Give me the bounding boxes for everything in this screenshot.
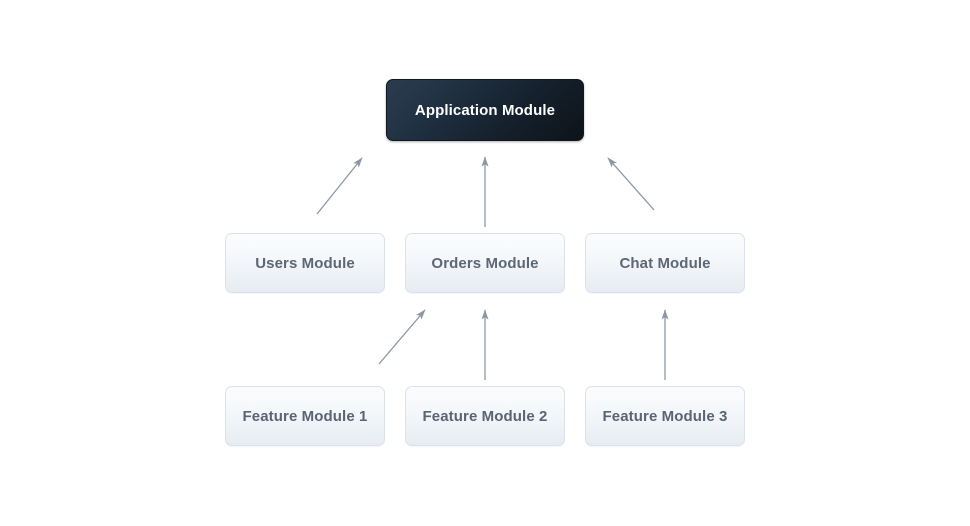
node-chat-module[interactable]: Chat Module [585,233,745,293]
node-label-orders-module: Orders Module [431,254,539,272]
node-label-feature-module-1: Feature Module 1 [242,407,368,425]
arrow-chat-to-application [607,157,655,211]
node-feature-module-3[interactable]: Feature Module 3 [585,386,745,446]
node-label-users-module: Users Module [255,254,355,272]
node-label-chat-module: Chat Module [619,254,711,272]
node-orders-module[interactable]: Orders Module [405,233,565,293]
node-label-application-module: Application Module [414,101,556,119]
arrow-users-to-application [316,157,363,215]
node-feature-module-2[interactable]: Feature Module 2 [405,386,565,446]
node-label-feature-module-3: Feature Module 3 [602,407,728,425]
arrow-feature1-to-orders [378,309,426,365]
node-users-module[interactable]: Users Module [225,233,385,293]
node-feature-module-1[interactable]: Feature Module 1 [225,386,385,446]
node-application-module[interactable]: Application Module [386,79,584,141]
node-label-feature-module-2: Feature Module 2 [422,407,548,425]
